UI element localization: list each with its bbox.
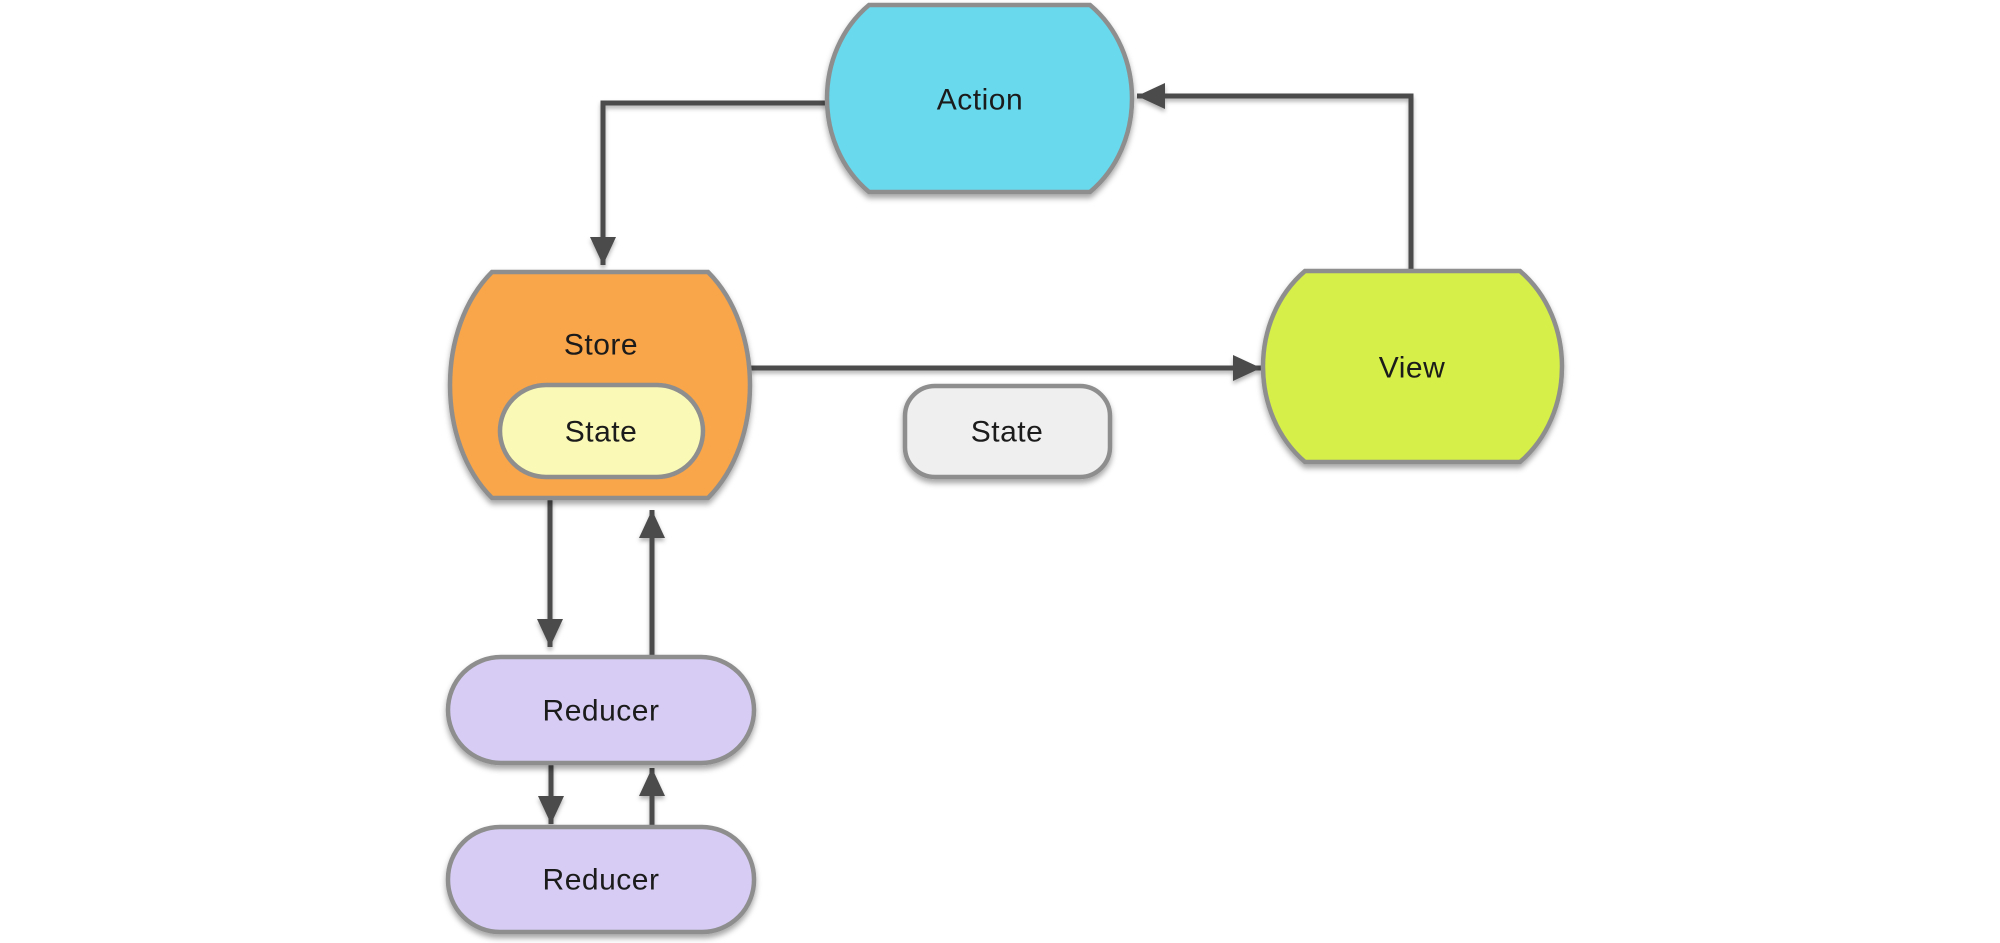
arrow-action-to-store [590,100,827,265]
store-state-node [497,382,706,480]
view-node [1260,268,1565,465]
state-label: State [971,416,1044,449]
state-node [902,383,1113,480]
action-node [824,2,1135,195]
reducer-1-node [445,654,757,766]
reducer-2-label: Reducer [543,864,660,897]
store-label: Store [564,329,638,362]
store-state-label: State [565,416,638,449]
view-label: View [1379,352,1445,385]
reducer-1-label: Reducer [543,695,660,728]
action-label: Action [937,84,1023,117]
reducer-2-node [445,824,757,935]
arrow-view-to-action [1137,83,1414,271]
